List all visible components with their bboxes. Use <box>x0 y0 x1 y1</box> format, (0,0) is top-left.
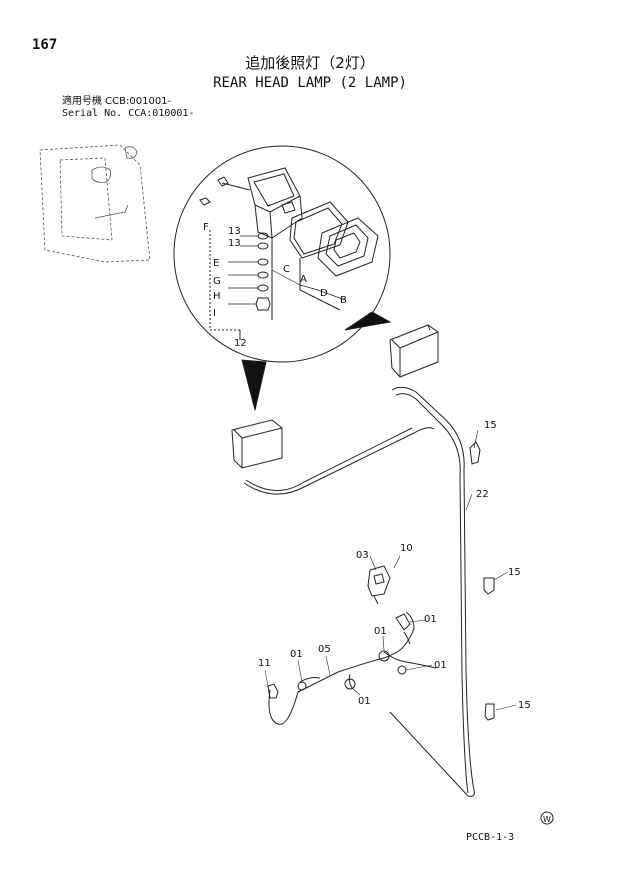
title-english: REAR HEAD LAMP (2 LAMP) <box>213 75 407 91</box>
detail-circle <box>173 145 391 363</box>
page-number: 167 <box>32 37 58 53</box>
callout-15a: 15 <box>484 420 497 431</box>
callout-22: 22 <box>476 489 489 500</box>
harness-05 <box>267 611 437 725</box>
title-japanese: 追加後照灯（2灯） <box>245 54 375 72</box>
callout-13b: 13 <box>228 238 241 249</box>
lamp-left <box>231 419 283 469</box>
cab-sketch <box>39 144 151 263</box>
footer-code: PCCB-1-3 <box>466 832 515 843</box>
serial-line-jp: 適用号機 CCB:001001- <box>62 96 172 107</box>
callout-15c: 15 <box>518 700 531 711</box>
callout-01d: 01 <box>290 649 303 660</box>
callout-05: 05 <box>318 644 331 655</box>
pointer-left <box>241 359 267 411</box>
harness-22 <box>243 386 475 797</box>
callout-13a: 13 <box>228 226 241 237</box>
callout-01a: 01 <box>424 614 437 625</box>
clip-15-top <box>469 441 481 465</box>
w-symbol-circle <box>540 811 554 825</box>
callout-A: A <box>300 274 307 285</box>
callout-12: 12 <box>234 338 247 349</box>
clip-15-bottom <box>484 703 495 721</box>
lamp-right <box>389 324 439 378</box>
callout-01c: 01 <box>434 660 447 671</box>
leader-lines <box>264 429 517 711</box>
callout-01b: 01 <box>374 626 387 637</box>
callout-D: D <box>320 288 328 299</box>
hardware-stack <box>209 230 346 340</box>
callout-03: 03 <box>356 550 369 561</box>
callout-I: I <box>213 308 216 319</box>
callout-10: 10 <box>400 543 413 554</box>
serial-line-en: Serial No. CCA:010001- <box>62 108 195 119</box>
w-symbol-letter: W <box>543 815 551 824</box>
pointer-right <box>344 311 392 331</box>
callout-11: 11 <box>258 658 271 669</box>
callout-C: C <box>283 264 290 275</box>
callout-G: G <box>213 276 221 287</box>
callout-B: B <box>340 295 347 306</box>
lamp-exploded <box>199 167 379 320</box>
callout-E: E <box>213 258 219 269</box>
callout-H: H <box>213 291 221 302</box>
callout-01e: 01 <box>358 696 371 707</box>
switch-03 <box>367 565 391 605</box>
clip-15-mid <box>483 577 495 595</box>
callout-15b: 15 <box>508 567 521 578</box>
callout-F: F <box>203 222 209 233</box>
